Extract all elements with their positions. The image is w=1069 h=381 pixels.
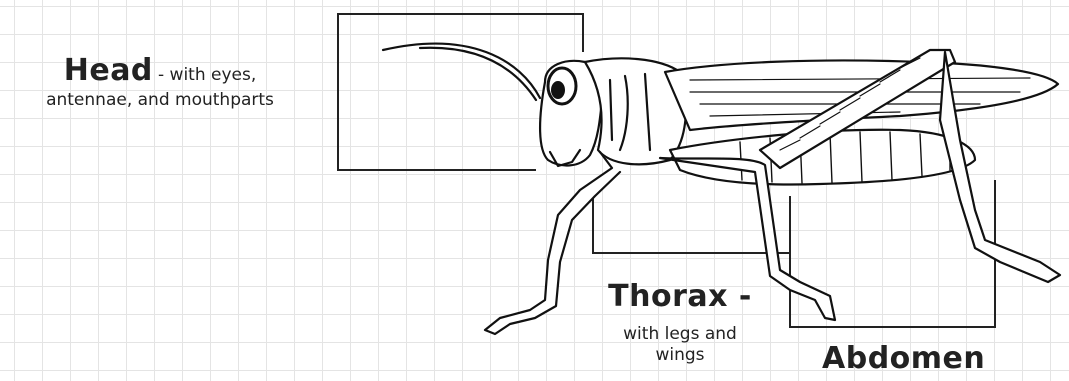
eye-pupil [551, 81, 565, 99]
head-description-part2: antennae, and mouthparts [10, 90, 310, 111]
head-title: Head [64, 53, 153, 88]
head-description-part1: - with eyes, [158, 65, 256, 85]
antenna-2 [420, 48, 536, 100]
abdomen-label: Abdomen [822, 340, 985, 378]
thorax-description-part1: with legs and [590, 324, 770, 345]
thorax-title: Thorax - [590, 278, 770, 316]
head-label: Head - with eyes, antennae, and mouthpar… [10, 52, 310, 111]
thorax-label: Thorax - with legs and wings [590, 278, 770, 366]
abdomen-title: Abdomen [822, 341, 985, 376]
antenna [383, 44, 540, 98]
thorax-description-part2: wings [590, 345, 770, 366]
